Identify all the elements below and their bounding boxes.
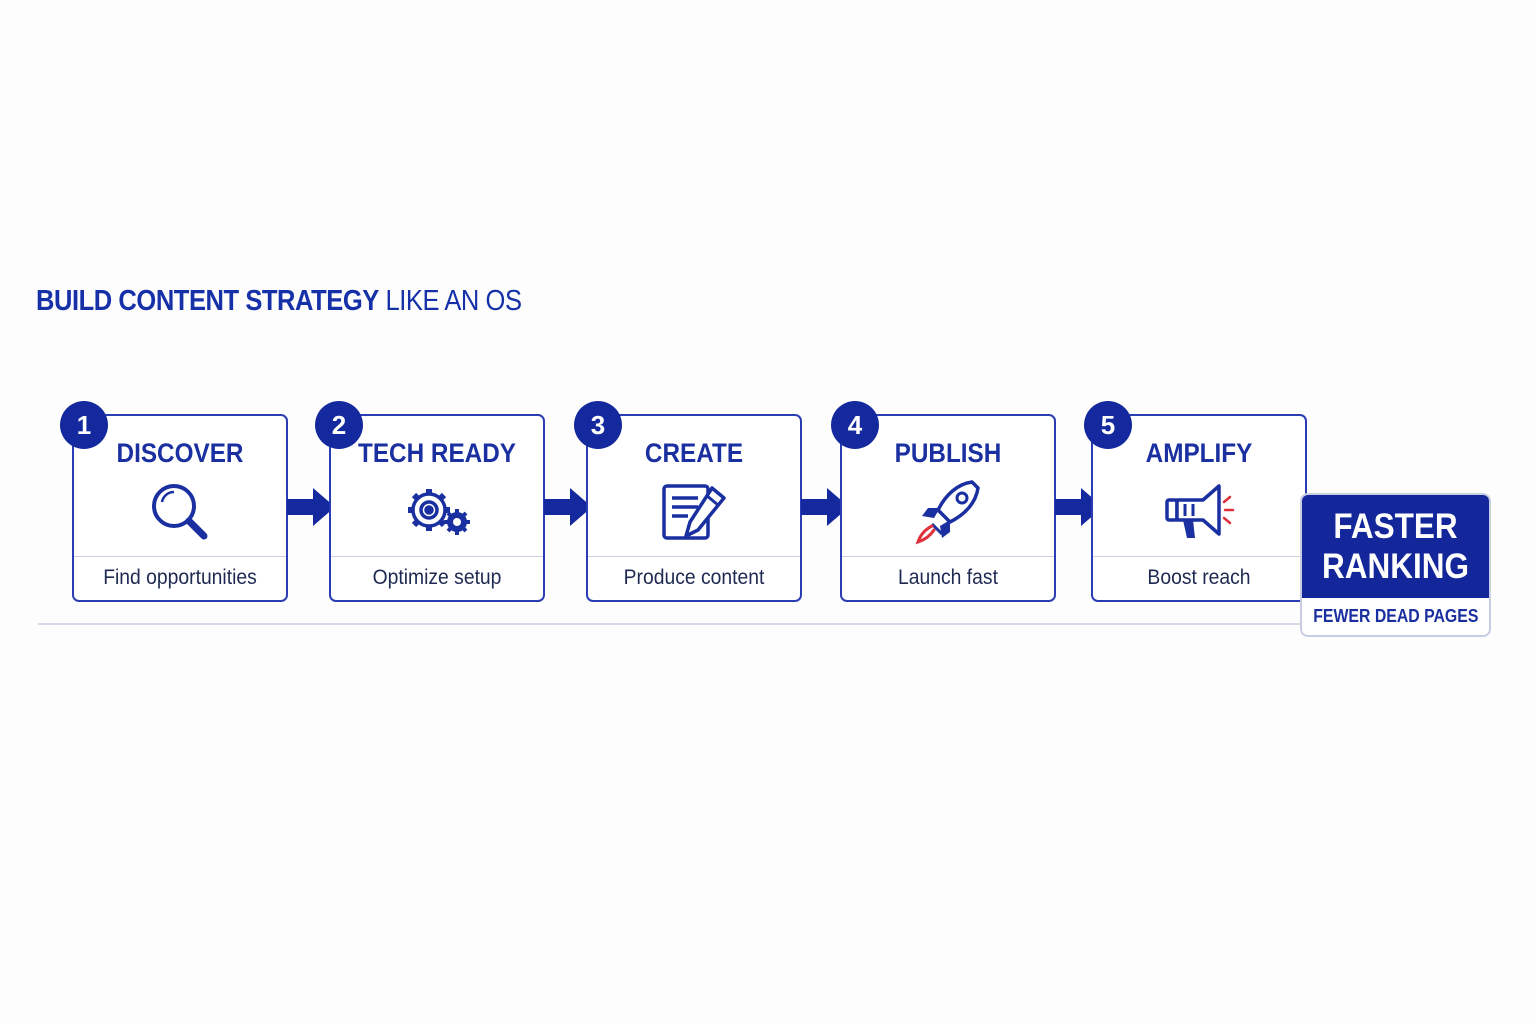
megaphone-icon: [1165, 484, 1235, 538]
step-card-publish: PUBLISH Launch fast: [840, 414, 1056, 602]
step-divider: [331, 556, 543, 557]
step-divider: [588, 556, 800, 557]
step-title: TECH READY: [358, 438, 516, 468]
step-title: CREATE: [644, 438, 744, 468]
title-light: LIKE AN OS: [378, 285, 522, 317]
rocket-icon: [915, 480, 980, 545]
step-divider: [842, 556, 1054, 557]
step-number-badge: 1: [60, 401, 108, 449]
timeline-baseline: [38, 623, 1302, 625]
step-number-badge: 5: [1084, 401, 1132, 449]
step-number-badge: 3: [574, 401, 622, 449]
arrow-right-icon: [287, 488, 335, 526]
step-card-amplify: AMPLIFY Boost reach: [1091, 414, 1307, 602]
step-subtitle: Produce content: [623, 566, 765, 589]
step-subtitle: Optimize setup: [372, 566, 502, 589]
gears-icon: [408, 489, 470, 535]
step-subtitle: Boost reach: [1147, 566, 1251, 589]
page-title: BUILD CONTENT STRATEGY LIKE AN OS: [36, 285, 522, 318]
step-divider: [1093, 556, 1305, 557]
arrow-right-icon: [801, 488, 849, 526]
search-icon: [152, 484, 208, 540]
step-divider: [74, 556, 286, 557]
title-bold: BUILD CONTENT STRATEGY: [36, 285, 379, 317]
step-title: AMPLIFY: [1145, 438, 1253, 468]
step-card-tech-ready: TECH READY Optimize setup: [329, 414, 545, 602]
step-subtitle: Find opportunities: [103, 566, 257, 589]
result-subtitle: FEWER DEAD PAGES: [1313, 606, 1479, 626]
result-header: FASTER RANKING: [1302, 495, 1489, 598]
arrow-right-icon: [544, 488, 592, 526]
step-title: PUBLISH: [894, 438, 1002, 468]
step-subtitle: Launch fast: [898, 566, 998, 589]
step-card-create: CREATE Produce content: [586, 414, 802, 602]
step-number-badge: 2: [315, 401, 363, 449]
document-pencil-icon: [662, 484, 726, 540]
step-number-badge: 4: [831, 401, 879, 449]
result-title: FASTER RANKING: [1321, 507, 1469, 586]
step-title: DISCOVER: [116, 438, 244, 468]
result-card: FASTER RANKING FEWER DEAD PAGES: [1300, 493, 1491, 637]
step-card-discover: DISCOVER Find opportunities: [72, 414, 288, 602]
